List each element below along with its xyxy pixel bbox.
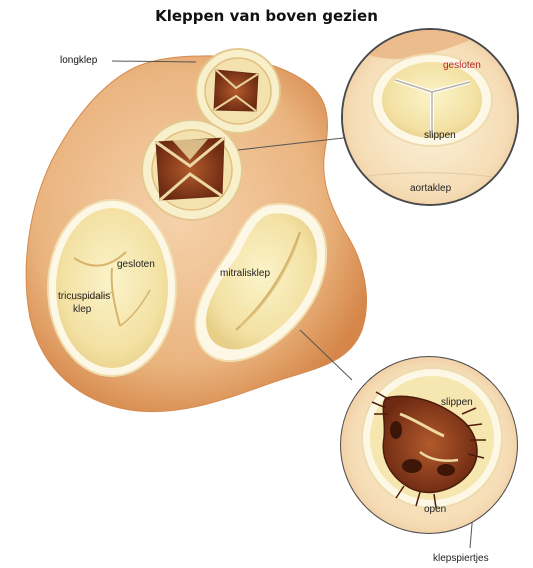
- label-gesloten-top: gesloten: [443, 60, 481, 72]
- label-slippen-top: slippen: [424, 130, 456, 142]
- label-klepspiertjes: klepspiertjes: [433, 553, 489, 565]
- label-open: open: [424, 504, 446, 516]
- label-longklep: longklep: [60, 55, 97, 67]
- label-gesloten-left: gesloten: [117, 259, 155, 271]
- aortic-valve: [142, 120, 242, 220]
- pulmonary-valve: [196, 49, 280, 133]
- label-tricuspidalis-line2: klep: [73, 304, 91, 316]
- tricuspid-valve: [48, 200, 176, 376]
- diagram-title: Kleppen van boven gezien: [0, 7, 533, 25]
- label-tricuspidalis-line1: tricuspidalis: [58, 291, 110, 303]
- label-aortaklep: aortaklep: [410, 183, 451, 195]
- label-mitralisklep: mitralisklep: [220, 268, 270, 280]
- inset-aortic-valve-closed: [340, 28, 520, 208]
- label-slippen-bottom: slippen: [441, 397, 473, 409]
